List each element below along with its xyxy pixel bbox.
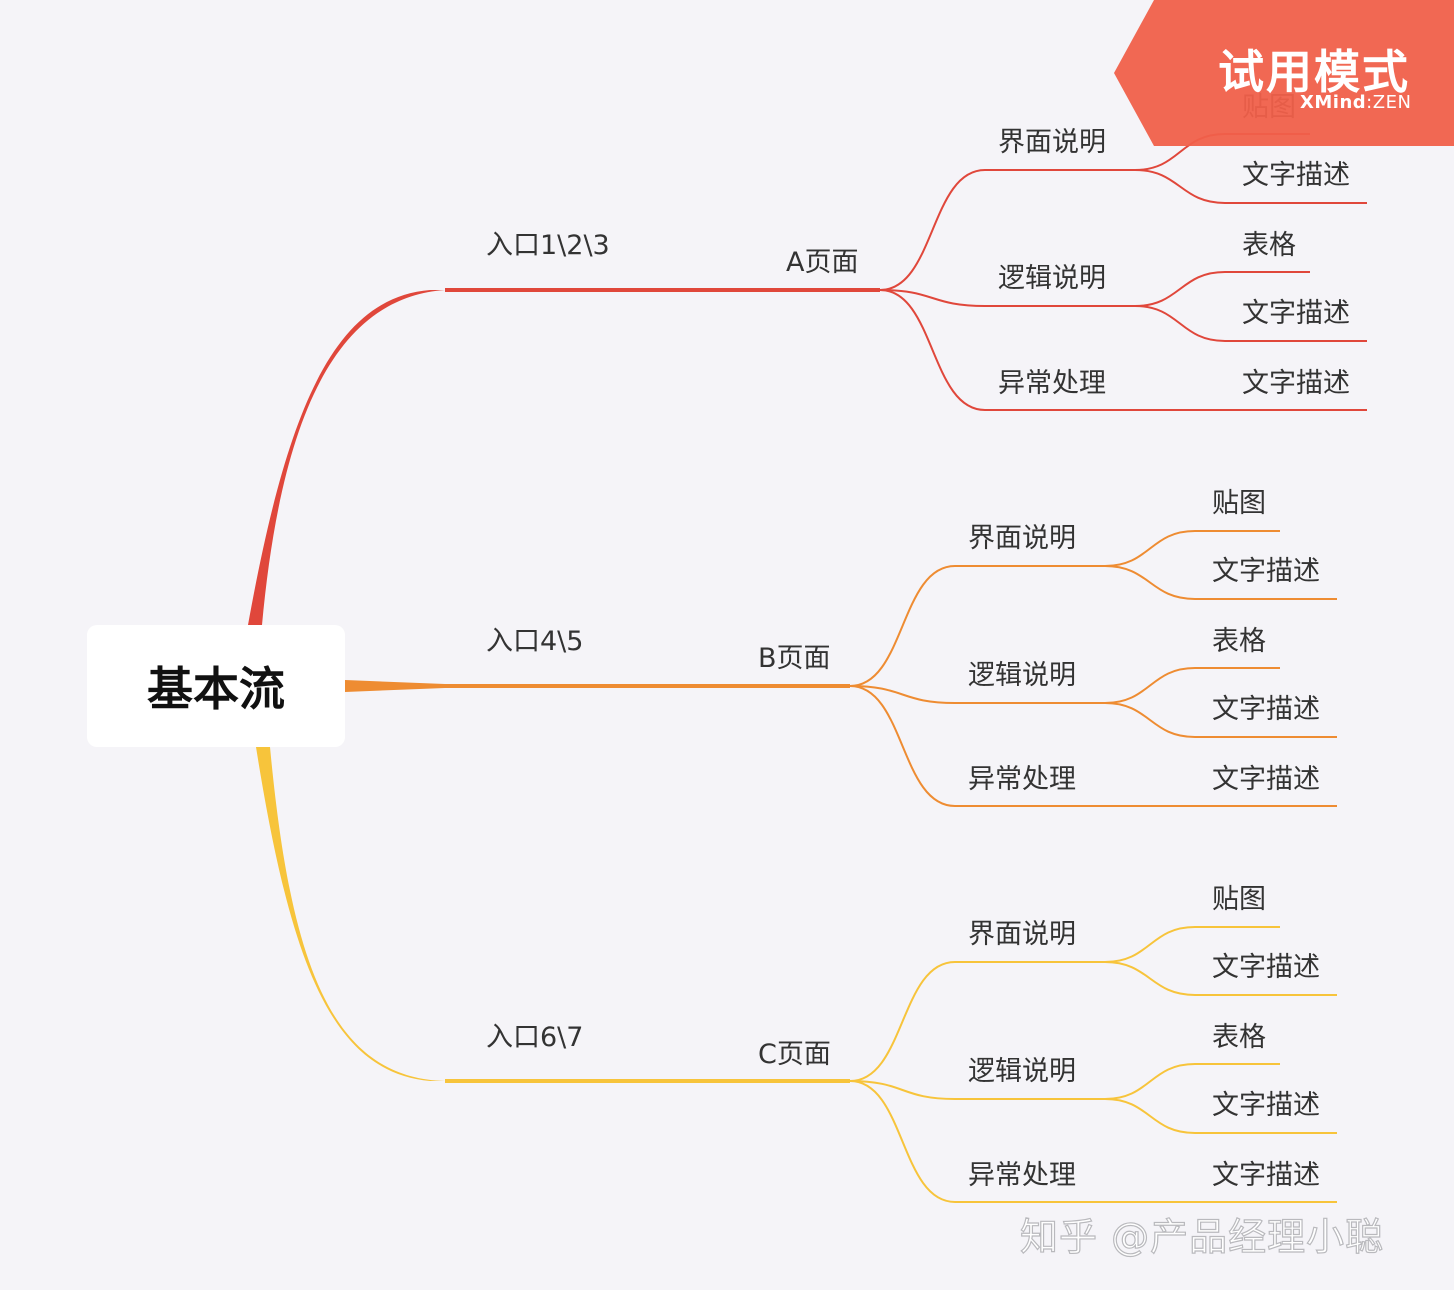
leaf-c-logic-table[interactable]: 表格 [1212,1022,1266,1053]
zhihu-watermark: 知乎 @产品经理小聪 [1019,1214,1385,1259]
entry-label-a[interactable]: 入口1\2\3 [486,230,610,261]
entry-label-b[interactable]: 入口4\5 [486,626,584,657]
leaf-a-logic-text[interactable]: 文字描述 [1242,298,1350,329]
topic-a-ui[interactable]: 界面说明 [998,127,1106,158]
brand-sep: : [1366,92,1373,113]
trial-mode-title: 试用模式 [1218,45,1410,99]
trunk-b [345,680,445,692]
page-label-a[interactable]: A页面 [786,247,859,278]
branch-b-lines [445,530,1337,807]
topic-c-exception[interactable]: 异常处理 [968,1160,1076,1191]
page-label-b[interactable]: B页面 [758,643,831,674]
topic-c-logic[interactable]: 逻辑说明 [968,1056,1076,1087]
brand-sub: ZEN [1372,92,1412,113]
entry-label-c[interactable]: 入口6\7 [486,1022,584,1053]
leaf-b-ui-text[interactable]: 文字描述 [1212,556,1320,587]
trunk-a [248,290,445,625]
branch-a-lines [445,133,1367,411]
topic-b-exception[interactable]: 异常处理 [968,764,1076,795]
leaf-b-logic-text[interactable]: 文字描述 [1212,694,1320,725]
root-label: 基本流 [147,662,285,716]
page-label-c[interactable]: C页面 [758,1039,831,1070]
root-node[interactable]: 基本流 [87,625,345,747]
brand-main: XMind [1300,92,1367,113]
leaf-b-ui-image[interactable]: 贴图 [1212,488,1266,519]
leaf-a-ui-text[interactable]: 文字描述 [1242,160,1350,191]
topic-b-logic[interactable]: 逻辑说明 [968,660,1076,691]
xmind-zen-logo: XMind:ZEN [1300,92,1411,113]
leaf-b-logic-table[interactable]: 表格 [1212,626,1266,657]
leaf-a-exception-text[interactable]: 文字描述 [1242,368,1350,399]
trial-banner[interactable] [1114,0,1454,146]
topic-a-exception[interactable]: 异常处理 [998,368,1106,399]
leaf-c-ui-text[interactable]: 文字描述 [1212,952,1320,983]
trunk-c [256,747,445,1081]
topic-a-logic[interactable]: 逻辑说明 [998,263,1106,294]
leaf-a-logic-table[interactable]: 表格 [1242,230,1296,261]
topic-b-ui[interactable]: 界面说明 [968,523,1076,554]
leaf-c-ui-image[interactable]: 贴图 [1212,884,1266,915]
branch-c-lines [445,926,1337,1203]
leaf-c-exception-text[interactable]: 文字描述 [1212,1160,1320,1191]
topic-c-ui[interactable]: 界面说明 [968,919,1076,950]
leaf-c-logic-text[interactable]: 文字描述 [1212,1090,1320,1121]
leaf-b-exception-text[interactable]: 文字描述 [1212,764,1320,795]
